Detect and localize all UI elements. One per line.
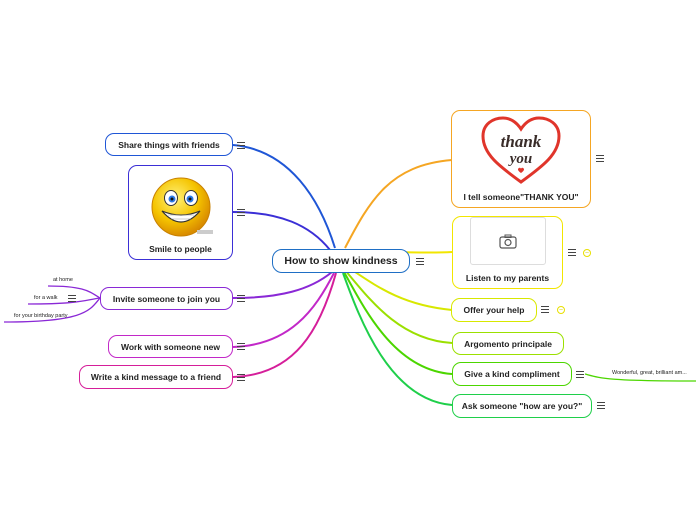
central-topic-label: How to show kindness: [284, 255, 398, 267]
topic-ask[interactable]: Ask someone "how are you?": [452, 394, 592, 418]
link-compliment: [343, 271, 453, 375]
topic-argomento-label: Argomento principale: [464, 338, 552, 349]
topic-share[interactable]: Share things with friends: [105, 133, 233, 156]
offer-menu-icon[interactable]: [541, 306, 549, 313]
link-invite-sub-1: [47, 285, 101, 299]
link-argomento: [344, 269, 453, 344]
topic-invite-label: Invite someone to join you: [112, 293, 221, 304]
central-topic[interactable]: How to show kindness: [272, 249, 410, 273]
image-placeholder: [469, 217, 546, 265]
write-menu-icon[interactable]: [237, 374, 245, 381]
link-work: [232, 272, 335, 348]
compliment-menu-icon[interactable]: [576, 371, 584, 378]
link-invite: [232, 271, 333, 299]
topic-compliment-label: Give a kind compliment: [464, 369, 560, 379]
link-invite-sub-2: [27, 297, 101, 305]
topic-invite[interactable]: Invite someone to join you: [100, 287, 233, 310]
link-thank-you: [344, 159, 453, 249]
topic-offer-help-label: Offer your help: [463, 305, 525, 315]
listen-menu-icon[interactable]: [568, 249, 576, 256]
invite-subtopic-birthday[interactable]: for your birthday party: [14, 313, 68, 319]
topic-share-label: Share things with friends: [118, 139, 220, 150]
invite-walk-menu-icon[interactable]: [68, 295, 76, 302]
smile-menu-icon[interactable]: [237, 209, 245, 216]
topic-compliment[interactable]: Give a kind compliment: [452, 362, 572, 386]
topic-thank-you[interactable]: thank you I tell someone"THANK YOU": [451, 110, 591, 208]
topic-smile[interactable]: Smile to people: [128, 165, 233, 260]
invite-subtopic-walk[interactable]: for a walk: [34, 295, 58, 301]
topic-write-label: Write a kind message to a friend: [90, 372, 222, 382]
topic-ask-label: Ask someone "how are you?": [461, 401, 583, 411]
topic-thank-you-label: I tell someone"THANK YOU": [463, 192, 579, 202]
invite-menu-icon[interactable]: [237, 295, 245, 302]
link-write: [232, 272, 337, 378]
topic-listen-label: Listen to my parents: [465, 273, 550, 283]
topic-listen[interactable]: Listen to my parents: [452, 216, 563, 289]
thank-you-menu-icon[interactable]: [596, 155, 604, 162]
link-ask: [342, 272, 453, 406]
topic-work-label: Work with someone new: [120, 341, 221, 352]
topic-argomento[interactable]: Argomento principale: [452, 332, 564, 355]
you-text: you: [508, 151, 533, 167]
camera-icon: [498, 234, 517, 249]
topic-smile-label: Smile to people: [149, 244, 212, 254]
central-menu-icon[interactable]: [416, 258, 424, 265]
link-invite-sub-3: [3, 297, 101, 323]
topic-write[interactable]: Write a kind message to a friend: [79, 365, 233, 389]
link-compliment-sub: [584, 373, 696, 382]
thank-text: thank: [501, 132, 542, 151]
smiley-face-image: [151, 177, 213, 237]
share-menu-icon[interactable]: [237, 142, 245, 149]
topic-work[interactable]: Work with someone new: [108, 335, 233, 358]
ask-menu-icon[interactable]: [597, 402, 605, 409]
invite-subtopic-home[interactable]: at home: [53, 277, 73, 283]
link-smile: [232, 211, 331, 251]
listen-collapse-toggle[interactable]: –: [583, 249, 591, 257]
thank-you-heart-image: thank you: [481, 116, 561, 184]
topic-offer-help[interactable]: Offer your help: [451, 298, 537, 322]
compliment-subtopic[interactable]: Wonderful, great, brilliant am...: [612, 370, 687, 376]
work-menu-icon[interactable]: [237, 343, 245, 350]
offer-collapse-toggle[interactable]: –: [557, 306, 565, 314]
link-share: [232, 144, 336, 249]
